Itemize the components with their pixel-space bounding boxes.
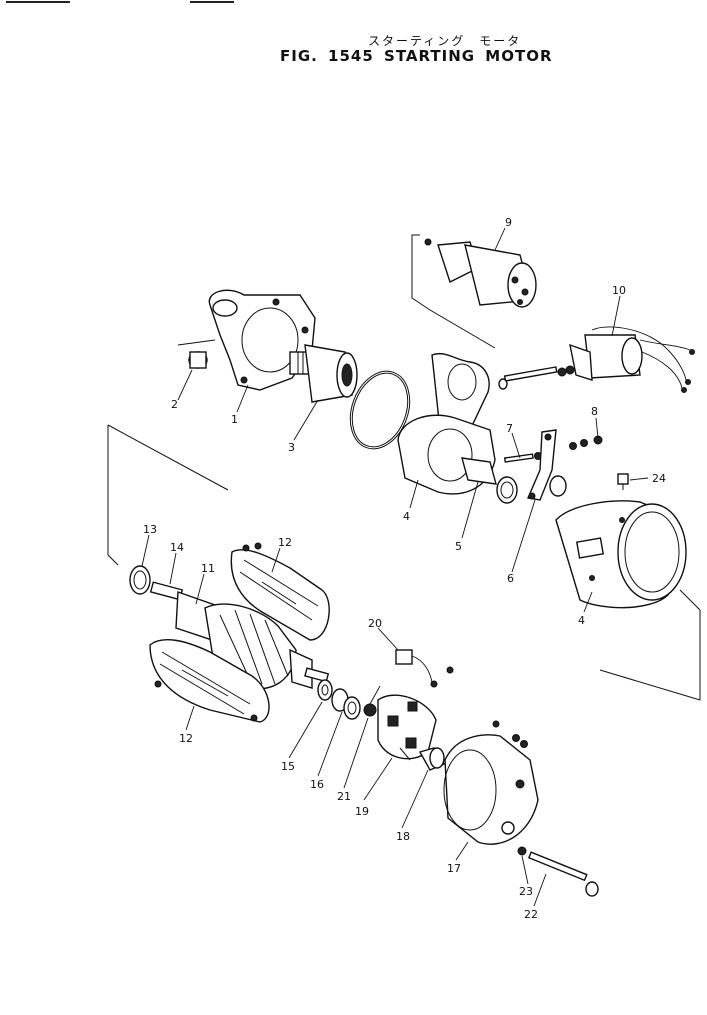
brush-part-20 <box>395 649 454 688</box>
callout-15: 15 <box>281 760 295 773</box>
callout-13: 13 <box>143 523 157 536</box>
callout-12-upper: 12 <box>278 536 292 549</box>
callout-labels: 2 1 3 4 5 6 7 8 9 10 24 4 13 14 11 12 12… <box>143 216 666 921</box>
washer-part-15 <box>317 679 333 701</box>
lever-part-6 <box>527 429 567 501</box>
bearing-part-5 <box>461 457 518 504</box>
through-bolt-upper <box>498 365 575 390</box>
through-bolt-part-22 <box>527 851 599 897</box>
spring-part-21 <box>363 685 381 717</box>
bracket-yoke-top <box>679 589 701 611</box>
group-bracket-armature <box>107 425 119 566</box>
pinion-clutch-part-3 <box>289 344 358 403</box>
front-housing-part-1 <box>208 289 316 391</box>
callout-22: 22 <box>524 908 538 921</box>
callout-18: 18 <box>396 830 410 843</box>
callout-10: 10 <box>612 284 626 297</box>
callout-4-upper: 4 <box>403 510 410 523</box>
bolt-part-7 <box>503 452 542 463</box>
callout-6: 6 <box>507 572 514 585</box>
callout-4-lower: 4 <box>578 614 585 627</box>
relay-part-10 <box>569 326 695 393</box>
callout-1: 1 <box>231 413 238 426</box>
callout-21: 21 <box>337 790 351 803</box>
field-coil-part-12-upper <box>230 542 330 641</box>
screw-part-24 <box>617 473 629 490</box>
callout-23: 23 <box>519 885 533 898</box>
callout-8: 8 <box>591 405 598 418</box>
callout-24: 24 <box>652 472 666 485</box>
bracket-armature-top <box>107 424 229 491</box>
yoke-part-4 <box>555 500 687 609</box>
callout-7: 7 <box>506 422 513 435</box>
o-ring-inner <box>351 372 409 448</box>
bushing-part-18 <box>418 747 446 771</box>
callout-5: 5 <box>455 540 462 553</box>
callout-20: 20 <box>368 617 382 630</box>
rear-cover-part-17 <box>443 720 539 845</box>
figure-title: FIG. 1545 STARTING MOTOR <box>280 47 553 65</box>
ring-part-13 <box>129 565 151 595</box>
japanese-title: スターティング モータ <box>368 34 522 48</box>
washer-part-16 <box>331 688 361 720</box>
callout-19: 19 <box>355 805 369 818</box>
bushing-part-2 <box>177 339 216 369</box>
brush-holder-part-19 <box>377 694 437 761</box>
callout-3: 3 <box>288 441 295 454</box>
callout-11: 11 <box>201 562 215 575</box>
leader-lines <box>141 227 649 907</box>
callout-2: 2 <box>171 398 178 411</box>
bracket-yoke-bottom <box>599 669 701 701</box>
top-rule-left <box>6 1 70 3</box>
callout-9: 9 <box>505 216 512 229</box>
solenoid-part-9 <box>424 238 537 308</box>
nuts-part-8 <box>569 435 603 450</box>
top-rule-right <box>190 1 234 3</box>
group-bracket-solenoid <box>411 234 496 349</box>
o-ring <box>349 370 411 450</box>
callout-17: 17 <box>447 862 461 875</box>
washer-part-23 <box>517 846 527 856</box>
field-coil-part-12-lower <box>149 639 270 723</box>
callout-16: 16 <box>310 778 324 791</box>
callout-14: 14 <box>170 541 184 554</box>
callout-12-lower: 12 <box>179 732 193 745</box>
